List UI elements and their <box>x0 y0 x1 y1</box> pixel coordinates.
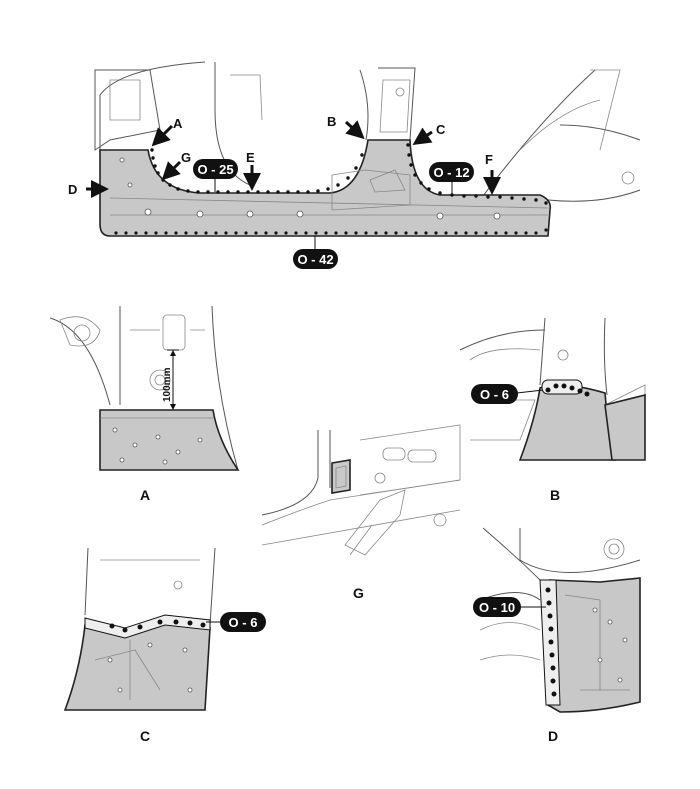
svg-text:A: A <box>173 116 183 131</box>
detail-d-weld-points <box>545 587 557 697</box>
detail-a-caption: A <box>140 487 150 503</box>
svg-text:C: C <box>436 122 446 137</box>
svg-text:D: D <box>68 182 77 197</box>
detail-b-weld-points <box>545 383 590 397</box>
sill-holes <box>119 157 501 220</box>
svg-text:G: G <box>181 150 191 165</box>
side-sill-outer-panel <box>99 139 552 237</box>
svg-text:O - 10: O - 10 <box>479 600 515 615</box>
detail-c-view: O - 6 C <box>63 547 266 744</box>
svg-text:F: F <box>485 152 493 167</box>
callout-g: G <box>161 150 191 181</box>
detail-g-bracket <box>331 459 351 494</box>
svg-text:O - 25: O - 25 <box>197 162 233 177</box>
callout-c: C <box>412 122 446 145</box>
callout-d: D <box>68 180 109 198</box>
svg-text:O - 12: O - 12 <box>433 165 469 180</box>
weld-row-lower <box>114 228 548 235</box>
detail-b-weld-tag: O - 6 <box>471 384 544 404</box>
detail-g-view: G <box>261 424 461 601</box>
svg-text:E: E <box>246 150 255 165</box>
weld-tag-o25: O - 25 <box>193 159 238 192</box>
callout-f: F <box>483 152 501 195</box>
detail-c-holes <box>107 642 193 693</box>
detail-c-weld-points <box>109 619 206 633</box>
detail-c-weld-tag: O - 6 <box>206 612 266 632</box>
svg-text:100mm: 100mm <box>162 367 173 402</box>
weld-tag-o42: O - 42 <box>293 236 338 269</box>
svg-text:O - 42: O - 42 <box>297 252 333 267</box>
detail-b-caption: B <box>550 487 560 503</box>
detail-a-view: 100mm A <box>49 305 240 503</box>
detail-a-sill-section <box>99 409 240 471</box>
detail-g-caption: G <box>353 585 364 601</box>
svg-text:B: B <box>327 114 336 129</box>
overview-view: A G D E B C F O - 25 <box>68 61 641 269</box>
svg-text:O - 6: O - 6 <box>480 387 509 402</box>
detail-a-holes <box>112 427 203 465</box>
body-outline <box>94 61 641 202</box>
callout-e: E <box>243 150 261 191</box>
detail-d-sill-section <box>547 577 641 713</box>
detail-b-view: O - 6 B <box>459 317 646 503</box>
detail-d-holes <box>592 607 628 683</box>
weld-tag-o12: O - 12 <box>429 162 474 195</box>
dimension-100mm: 100mm <box>162 349 179 410</box>
callout-b: B <box>327 114 365 140</box>
callout-a: A <box>151 116 183 147</box>
svg-text:O - 6: O - 6 <box>229 615 258 630</box>
detail-c-sill-section <box>63 621 211 711</box>
detail-c-caption: C <box>140 728 150 744</box>
detail-d-weld-tag: O - 10 <box>473 597 546 617</box>
detail-b-sill-section <box>518 384 617 461</box>
detail-d-view: O - 10 D <box>473 527 641 744</box>
detail-d-caption: D <box>548 728 558 744</box>
